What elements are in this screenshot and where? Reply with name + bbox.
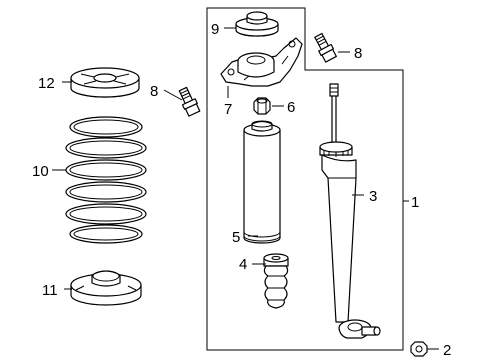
shock-absorber [319, 83, 381, 339]
lower-nut [410, 341, 428, 357]
callout-8-right: 8 [354, 45, 362, 62]
callout-1: 1 [411, 194, 419, 211]
callout-9: 9 [211, 21, 219, 38]
callout-10: 10 [32, 163, 49, 180]
spring-upper-isolator [70, 67, 140, 98]
callout-11: 11 [42, 282, 58, 299]
assembly-frame [206, 7, 404, 351]
upper-mount-bracket [220, 37, 303, 87]
bolt-left [178, 86, 201, 117]
callout-5: 5 [232, 229, 240, 246]
leader-lines [52, 27, 439, 350]
nut [253, 97, 271, 115]
callout-8-left: 8 [150, 83, 158, 100]
dust-boot [243, 120, 281, 244]
upper-mount-cap [235, 11, 279, 37]
jounce-bumper [263, 253, 289, 309]
callout-4: 4 [239, 256, 247, 273]
callout-12: 12 [38, 75, 55, 92]
spring-lower-isolator [70, 270, 142, 306]
callout-3: 3 [369, 188, 377, 205]
callout-6: 6 [287, 99, 295, 116]
callout-2: 2 [443, 342, 451, 359]
callout-7: 7 [224, 101, 232, 118]
coil-spring [65, 116, 147, 244]
bolt-right [314, 32, 337, 63]
